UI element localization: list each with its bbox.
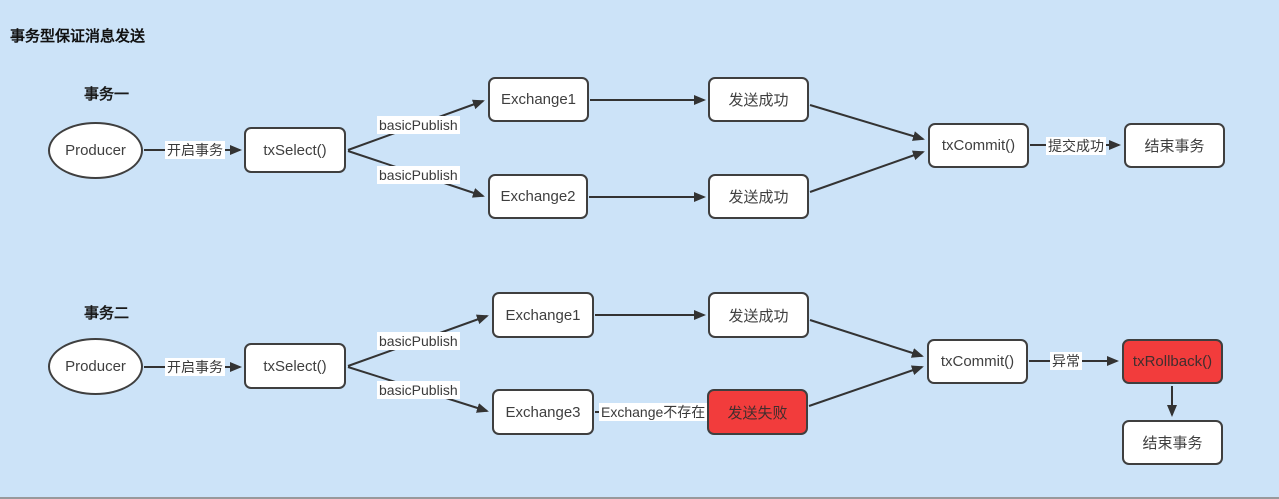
flow1-edge-basicpublish-bottom: basicPublish xyxy=(377,166,460,184)
flow2-node-txrollback: txRollback() xyxy=(1122,339,1223,384)
flow1-label: 事务一 xyxy=(84,86,130,103)
flow2-edge-open-tx: 开启事务 xyxy=(165,358,225,376)
flow1-node-exchange1: Exchange1 xyxy=(488,77,589,122)
flow1-node-send-success-top: 发送成功 xyxy=(708,77,809,122)
arrow-f2-success-txcommit xyxy=(809,319,924,358)
flow2-node-producer: Producer xyxy=(48,338,143,395)
flow2-edge-basicpublish-top: basicPublish xyxy=(377,332,460,350)
page-title: 事务型保证消息发送 xyxy=(10,28,146,45)
flow2-edge-basicpublish-bottom: basicPublish xyxy=(377,381,460,399)
flow1-edge-basicpublish-top: basicPublish xyxy=(377,116,460,134)
arrow-f1-success1-txcommit xyxy=(809,104,925,141)
flow2-node-send-success: 发送成功 xyxy=(708,292,809,338)
flow2-node-txselect: txSelect() xyxy=(244,343,346,389)
flow1-edge-commit-success: 提交成功 xyxy=(1046,137,1106,155)
window-bottom-edge xyxy=(0,497,1279,499)
flow1-node-txcommit: txCommit() xyxy=(928,123,1029,168)
flow1-node-end-tx: 结束事务 xyxy=(1124,123,1225,168)
flow2-label: 事务二 xyxy=(84,305,130,322)
flow1-node-txselect: txSelect() xyxy=(244,127,346,173)
flow1-edge-open-tx: 开启事务 xyxy=(165,141,225,159)
flow1-node-send-success-bottom: 发送成功 xyxy=(708,174,809,219)
flow2-node-exchange1: Exchange1 xyxy=(492,292,594,338)
flow2-node-exchange3: Exchange3 xyxy=(492,389,594,435)
flow2-node-send-fail: 发送失败 xyxy=(707,389,808,435)
flow2-edge-exchange-missing: Exchange不存在 xyxy=(599,403,708,421)
flow2-node-txcommit: txCommit() xyxy=(927,339,1028,384)
flow2-node-end-tx: 结束事务 xyxy=(1122,420,1223,465)
arrow-f1-success2-txcommit xyxy=(809,150,925,193)
flow1-node-producer: Producer xyxy=(48,122,143,179)
flow1-node-exchange2: Exchange2 xyxy=(488,174,588,219)
arrow-f2-fail-txcommit xyxy=(808,365,924,407)
flow2-edge-exception: 异常 xyxy=(1050,352,1082,370)
